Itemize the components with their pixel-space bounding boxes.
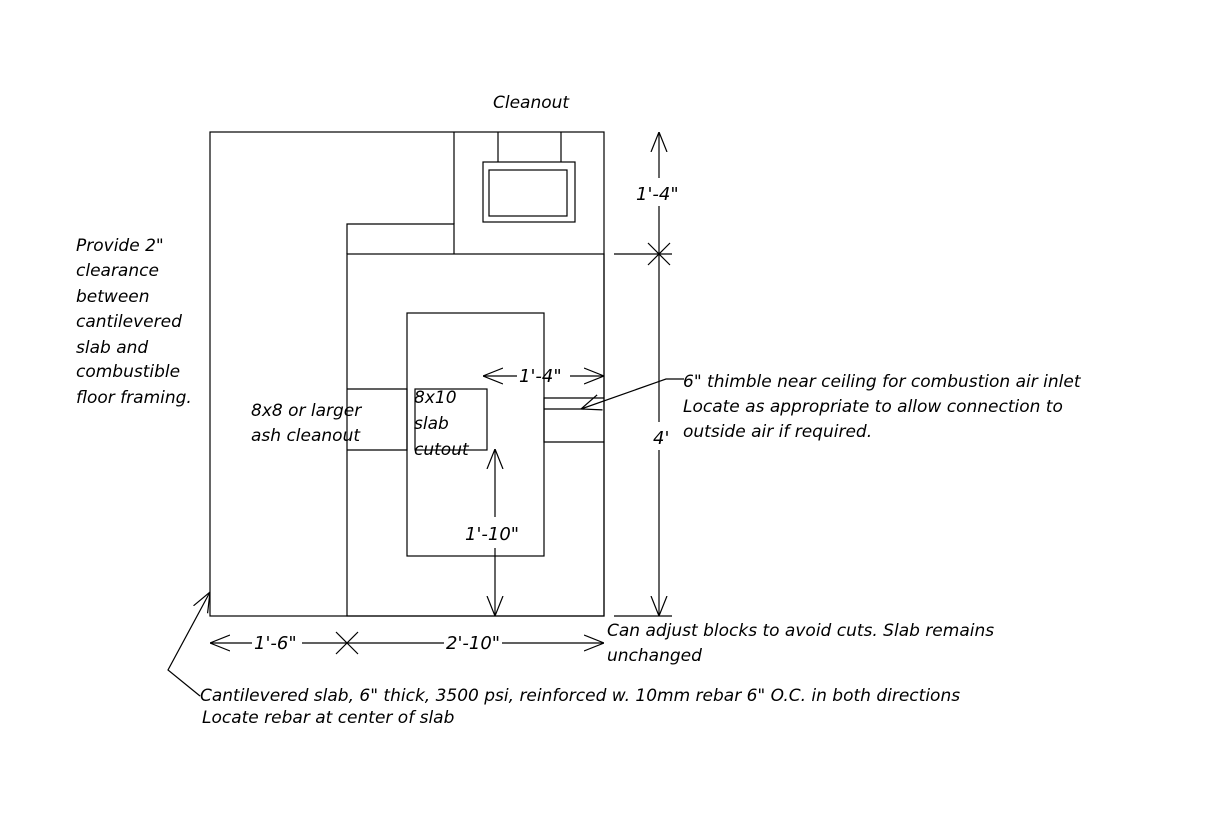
slab-cutout-line-3: cutout [414, 440, 470, 460]
thimble-note: 6" thimble near ceiling for combustion a… [683, 372, 1086, 442]
cleanout-inner-box [488, 169, 568, 217]
dim-inner-width-label: 1'-4" [519, 366, 562, 387]
cantilevered-slab-note: Cantilevered slab, 6" thick, 3500 psi, r… [200, 686, 965, 728]
thimble-line-2: Locate as appropriate to allow connectio… [683, 397, 1063, 417]
annotations: Provide 2" clearance between cantilevere… [76, 236, 1086, 728]
dim-tick-d [335, 631, 359, 655]
slab-leader [167, 592, 210, 697]
adjust-blocks-line-2: unchanged [607, 646, 702, 666]
dim-text-gap-inner-height [462, 518, 524, 546]
clearance-note: Provide 2" clearance between cantilevere… [76, 236, 192, 408]
slab-cutout-note: 8x10 slab cutout [414, 388, 470, 460]
clearance-line-7: floor framing. [76, 388, 192, 408]
cantilevered-slab-line-2: Locate rebar at center of slab [202, 708, 454, 728]
cantilevered-slab-line-1: Cantilevered slab, 6" thick, 3500 psi, r… [200, 686, 960, 706]
vertical-dimensions: 1'-4" 4' [614, 132, 688, 617]
clearance-line-4: cantilevered [76, 312, 182, 332]
slab-cutout-box [414, 388, 488, 451]
clearance-line-6: combustible [76, 362, 180, 382]
adjust-blocks-note: Can adjust blocks to avoid cuts. Slab re… [607, 621, 1000, 666]
inner-cutout-group [347, 312, 604, 557]
firebox-top-step [346, 223, 455, 254]
clearance-line-2: clearance [76, 261, 159, 281]
inner-dimensions: 1'-4" 1'-10" [462, 366, 604, 616]
firebox-body [346, 253, 605, 617]
dim-text-gap-top [630, 178, 688, 206]
leader-lines [167, 378, 684, 697]
dim-inner-height-label: 1'-10" [465, 524, 519, 545]
thimble-line-1: 6" thimble near ceiling for combustion a… [683, 372, 1082, 392]
thimble-channel [543, 397, 604, 443]
ash-cleanout-channel [347, 388, 408, 451]
dim-text-gap-total [650, 422, 670, 450]
clearance-line-5: slab and [76, 338, 148, 358]
dim-right-width-label: 2'-10" [446, 633, 500, 654]
slab-cutout-line-2: slab [414, 414, 449, 434]
ash-cleanout-line-1: 8x8 or larger [251, 401, 362, 421]
thimble-leader [581, 378, 684, 409]
dim-total-height-label: 4' [653, 428, 669, 449]
cleanout-label: Cleanout [493, 93, 570, 113]
ash-cleanout-line-2: ash cleanout [251, 426, 361, 446]
slab-outline-group [209, 131, 605, 617]
clearance-line-1: Provide 2" [76, 236, 164, 256]
dim-top-height-label: 1'-4" [636, 184, 679, 205]
clearance-line-3: between [76, 287, 150, 307]
dim-left-width-label: 1'-6" [254, 633, 297, 654]
ash-cleanout-note: 8x8 or larger ash cleanout [251, 401, 367, 446]
cleanout-group: Cleanout [482, 93, 576, 223]
cleanout-outer-box [482, 161, 576, 223]
slab-cutout-line-1: 8x10 [414, 388, 457, 408]
adjust-blocks-line-1: Can adjust blocks to avoid cuts. Slab re… [607, 621, 994, 641]
dim-tick-b [647, 242, 671, 266]
bottom-dimensions: 1'-6" 2'-10" [210, 631, 604, 655]
thimble-line-3: outside air if required. [683, 422, 872, 442]
